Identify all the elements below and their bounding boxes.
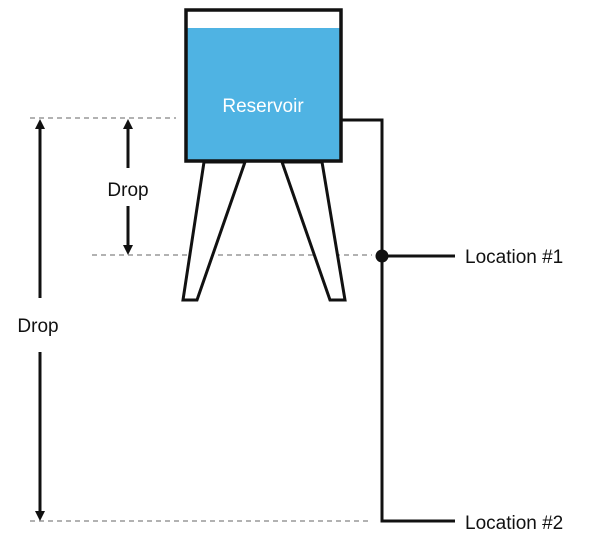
location-2-label: Location #2 bbox=[465, 513, 563, 534]
reservoir-water bbox=[186, 28, 341, 161]
reservoir-label: Reservoir bbox=[222, 96, 304, 117]
tower-leg-left bbox=[181, 160, 248, 302]
drop-short-label: Drop bbox=[107, 180, 148, 201]
drop-long-label: Drop bbox=[17, 316, 58, 337]
location-1-junction-dot bbox=[375, 249, 389, 263]
location-1-label: Location #1 bbox=[465, 247, 563, 268]
outlet-pipe bbox=[341, 118, 455, 523]
reservoir-tank bbox=[184, 8, 343, 163]
tower-leg-right bbox=[279, 160, 347, 302]
